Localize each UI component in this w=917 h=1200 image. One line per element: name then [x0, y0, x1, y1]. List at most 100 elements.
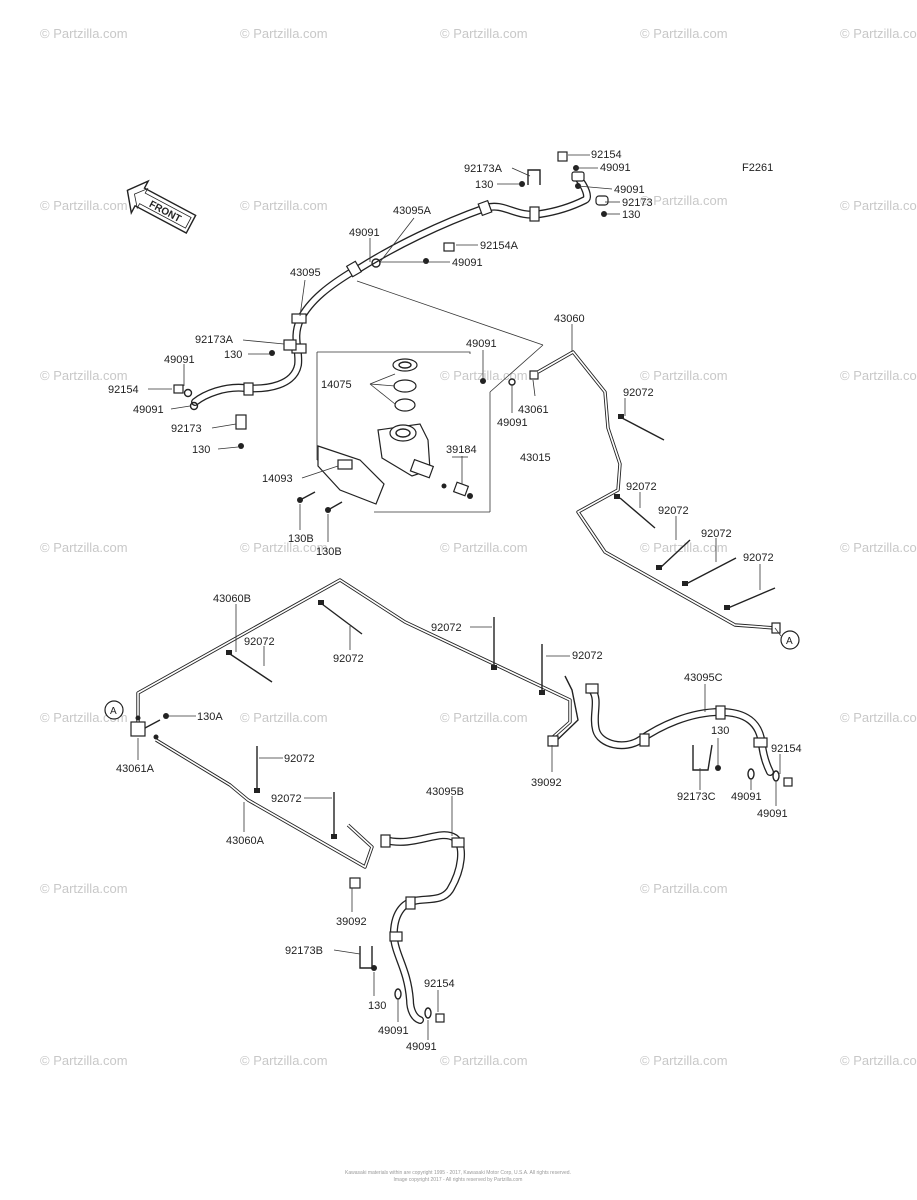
- watermark: © Partzilla.com: [240, 26, 328, 41]
- watermark: © Partzilla.com: [840, 198, 917, 213]
- watermark: © Partzilla.com: [240, 198, 328, 213]
- part-label[interactable]: 130B: [316, 546, 342, 558]
- part-label[interactable]: 92072: [626, 481, 657, 493]
- part-label[interactable]: 49091: [452, 257, 483, 269]
- part-label[interactable]: 14075: [321, 379, 352, 391]
- watermark: © Partzilla.com: [840, 26, 917, 41]
- part-label[interactable]: 49091: [164, 354, 195, 366]
- watermark: © Partzilla.com: [640, 1053, 728, 1068]
- part-label[interactable]: 92072: [572, 650, 603, 662]
- watermark: © Partzilla.com: [440, 710, 528, 725]
- part-label[interactable]: 92072: [743, 552, 774, 564]
- part-label[interactable]: 92173C: [677, 791, 716, 803]
- part-label[interactable]: 49091: [466, 338, 497, 350]
- part-label[interactable]: 49091: [349, 227, 380, 239]
- copyright-line: Kawasaki materials within are copyright …: [345, 1170, 571, 1176]
- watermark: © Partzilla.com: [640, 26, 728, 41]
- connector-a-left: A: [104, 700, 124, 720]
- part-label[interactable]: 130A: [197, 711, 223, 723]
- watermark: © Partzilla.com: [440, 1053, 528, 1068]
- part-label[interactable]: 92154: [591, 149, 622, 161]
- watermark: © Partzilla.com: [840, 710, 917, 725]
- part-label[interactable]: 43060B: [213, 593, 251, 605]
- watermark: © Partzilla.com: [240, 540, 328, 555]
- watermark: © Partzilla.com: [40, 26, 128, 41]
- part-label[interactable]: 130: [475, 179, 493, 191]
- pipe-43060b: [136, 578, 579, 746]
- watermark: © Partzilla.com: [440, 368, 528, 383]
- watermark: © Partzilla.com: [240, 1053, 328, 1068]
- top-fittings: [173, 151, 609, 449]
- part-label[interactable]: 39184: [446, 444, 477, 456]
- copyright-line: Image copyright 2017 - All rights reserv…: [394, 1177, 523, 1183]
- part-label[interactable]: 92154: [771, 743, 802, 755]
- watermark: © Partzilla.com: [640, 540, 728, 555]
- part-label[interactable]: 92173: [622, 197, 653, 209]
- part-label[interactable]: 39092: [336, 916, 367, 928]
- part-label[interactable]: 43095B: [426, 786, 464, 798]
- part-label[interactable]: 130: [622, 209, 640, 221]
- part-label[interactable]: 92072: [431, 622, 462, 634]
- watermark-grid: © Partzilla.com © Partzilla.com © Partzi…: [40, 26, 917, 1068]
- part-label[interactable]: 39092: [531, 777, 562, 789]
- part-label[interactable]: 43060A: [226, 835, 265, 847]
- copyright: Kawasaki materials within are copyright …: [345, 1170, 571, 1183]
- part-label[interactable]: 92173: [171, 423, 202, 435]
- part-label[interactable]: 130: [368, 1000, 386, 1012]
- part-label[interactable]: 92173A: [464, 163, 503, 175]
- watermark: © Partzilla.com: [640, 368, 728, 383]
- part-label[interactable]: 92072: [284, 753, 315, 765]
- part-label[interactable]: 92154: [424, 978, 455, 990]
- watermark: © Partzilla.com: [40, 368, 128, 383]
- part-label[interactable]: 92154A: [480, 240, 519, 252]
- part-label[interactable]: 92072: [623, 387, 654, 399]
- part-label[interactable]: 92072: [271, 793, 302, 805]
- front-arrow-icon: FRONT: [126, 179, 197, 234]
- part-label[interactable]: 92072: [333, 653, 364, 665]
- part-label[interactable]: 49091: [378, 1025, 409, 1037]
- leader-lines: [137, 154, 782, 1040]
- watermark: © Partzilla.com: [840, 1053, 917, 1068]
- part-label[interactable]: 49091: [757, 808, 788, 820]
- junction-43061a: [130, 713, 169, 740]
- part-label[interactable]: 92072: [701, 528, 732, 540]
- part-label[interactable]: 43061A: [116, 763, 155, 775]
- part-label[interactable]: 92072: [658, 505, 689, 517]
- part-label[interactable]: 43095: [290, 267, 321, 279]
- watermark: © Partzilla.com: [240, 710, 328, 725]
- watermark: © Partzilla.com: [640, 881, 728, 896]
- part-label[interactable]: 130: [711, 725, 729, 737]
- part-label[interactable]: 43095C: [684, 672, 723, 684]
- watermark: © Partzilla.com: [40, 1053, 128, 1068]
- part-label[interactable]: 49091: [406, 1041, 437, 1053]
- part-label[interactable]: 130: [192, 444, 210, 456]
- part-label[interactable]: 92173A: [195, 334, 234, 346]
- master-cylinder-43015: [297, 280, 544, 513]
- part-label[interactable]: 43061: [518, 404, 549, 416]
- part-label[interactable]: 49091: [731, 791, 762, 803]
- connector-a-label: A: [110, 706, 117, 717]
- part-label[interactable]: 14093: [262, 473, 293, 485]
- part-label[interactable]: 43060: [554, 313, 585, 325]
- part-label[interactable]: 92154: [108, 384, 139, 396]
- part-label[interactable]: 49091: [497, 417, 528, 429]
- part-label[interactable]: 49091: [600, 162, 631, 174]
- watermark: © Partzilla.com: [40, 881, 128, 896]
- part-label[interactable]: 92173B: [285, 945, 323, 957]
- hose-43095c: [585, 683, 793, 787]
- watermark: © Partzilla.com: [640, 193, 728, 208]
- pipe-43060: [537, 350, 781, 634]
- part-label[interactable]: 92072: [244, 636, 275, 648]
- part-label[interactable]: 49091: [614, 184, 645, 196]
- figure-code: F2261: [742, 162, 773, 174]
- part-label[interactable]: 130: [224, 349, 242, 361]
- watermark: © Partzilla.com: [40, 198, 128, 213]
- part-label[interactable]: 49091: [133, 404, 164, 416]
- part-label[interactable]: 43015: [520, 452, 551, 464]
- hose-43095: [191, 260, 363, 406]
- part-labels: 92154 92173A 49091 130 49091 92173 130 4…: [108, 149, 802, 1053]
- watermark: © Partzilla.com: [840, 540, 917, 555]
- part-label[interactable]: 43095A: [393, 205, 432, 217]
- part-label[interactable]: 130B: [288, 533, 314, 545]
